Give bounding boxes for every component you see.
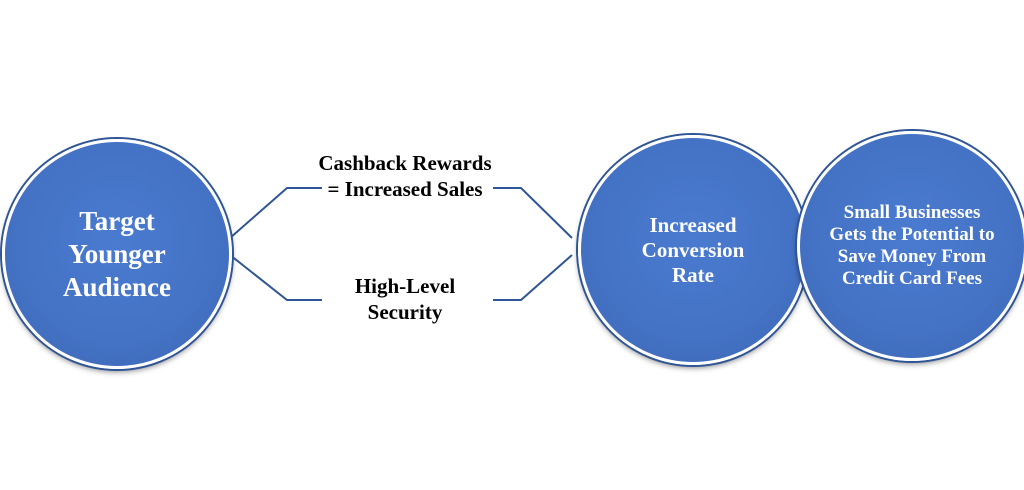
circle-small-businesses: Small Businesses Gets the Potential to S… xyxy=(797,131,1024,361)
connector-left-top xyxy=(229,187,322,239)
circle-increased-conversion-rate: Increased Conversion Rate xyxy=(578,135,808,365)
connector-right-bottom xyxy=(493,254,573,301)
circle-target-younger-audience: Target Younger Audience xyxy=(2,139,232,369)
label-cashback-rewards: Cashback Rewards = Increased Sales xyxy=(318,151,492,201)
connector-left-bottom xyxy=(229,254,322,301)
label-high-level-security: High-Level Security xyxy=(354,274,456,324)
circle-label-target-younger-audience: Target Younger Audience xyxy=(63,205,171,302)
circle-label-small-businesses: Small Businesses Gets the Potential to S… xyxy=(829,202,995,289)
circle-label-increased-conversion-rate: Increased Conversion Rate xyxy=(641,212,745,287)
connector-right-top xyxy=(493,187,573,239)
